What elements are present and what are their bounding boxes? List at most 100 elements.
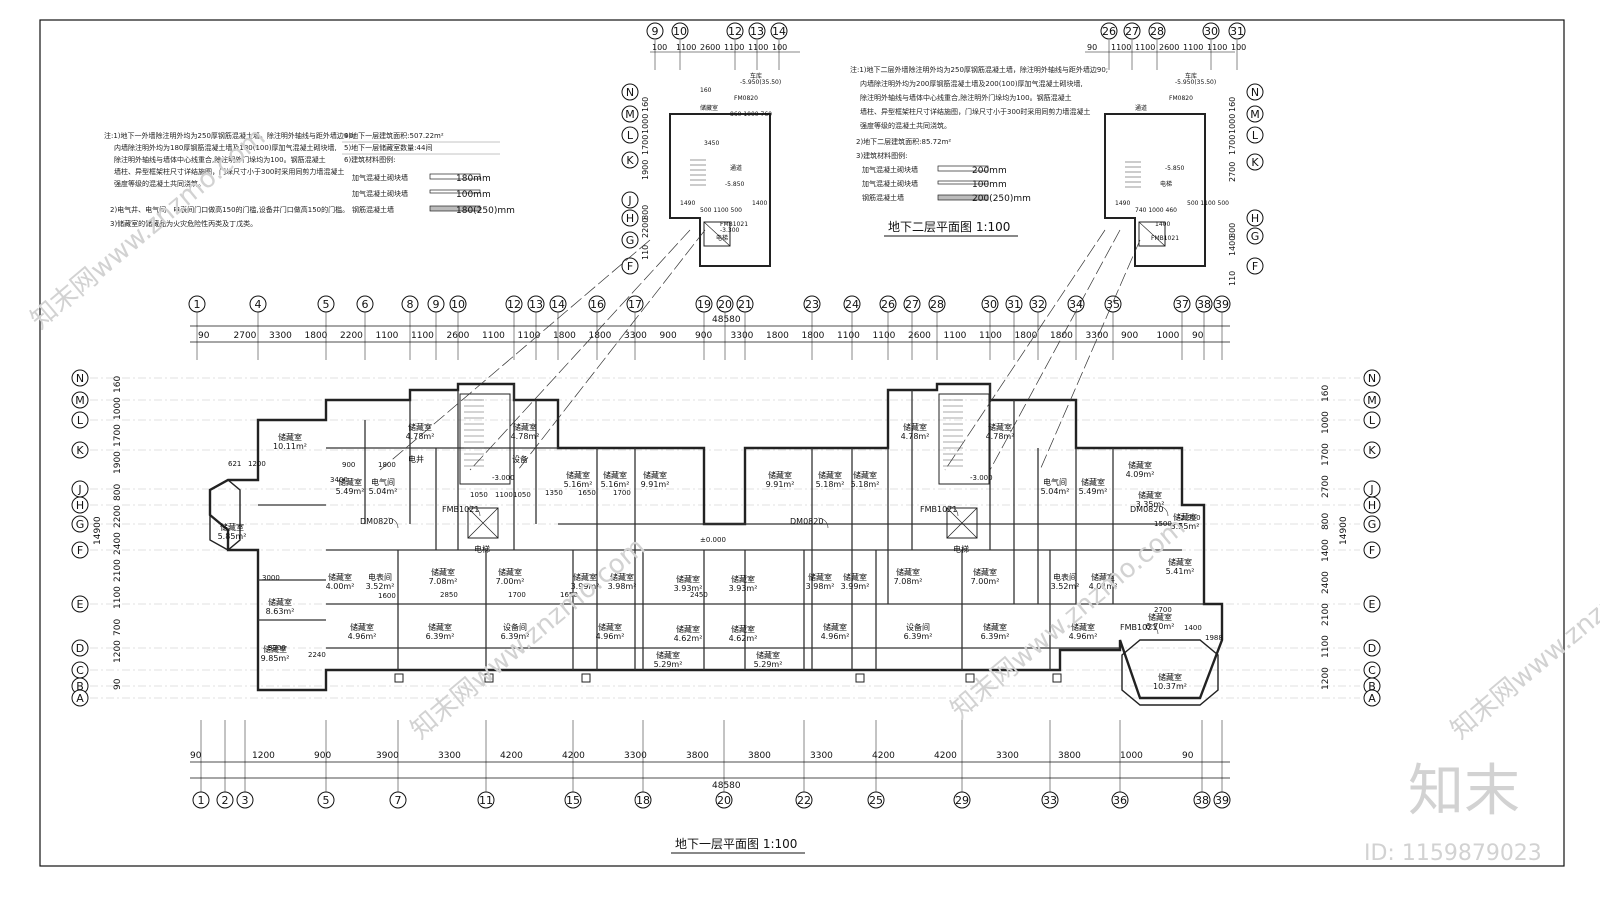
legend-label: 钢筋混凝土墙 [352,205,394,214]
left-row-bubble-circle [71,639,89,657]
room-name: 储藏室 [1168,557,1192,567]
b2-label: FMB1021 [720,221,748,228]
b2-dim: 1100 [748,43,768,52]
b2-row-bubble-label: M [1250,108,1260,121]
b2-exterior-wall [669,113,771,267]
bottom-axis-bubble-circle [236,791,254,809]
left-row-bubble-label: F [77,544,83,557]
bottom-segment-dim: 1200 [252,751,275,761]
b2-row-dim: 2700 [1228,162,1237,182]
bottom-segment-dim: 4200 [872,751,895,761]
bottom-axis-bubble-circle [192,791,210,809]
sheet-border [39,19,1565,867]
b2-row-dim: 1700 [641,135,650,155]
right-row-bubble-circle [1363,441,1381,459]
top-axis-bubble-label: 6 [362,298,369,311]
bottom-axis-bubble-label: 36 [1113,794,1127,807]
room: 设备 [512,454,528,464]
inner-dim: 1650 [560,591,578,599]
room-area: 3.99m² [571,582,600,591]
left-row-bubble-label: E [77,598,84,611]
legend-label: 钢筋混凝土墙 [862,193,904,202]
notes-b2: 注:1)地下二层外墙除注明外均为250厚钢筋混凝土墙，除注明外轴线与距外墙边90… [850,65,1108,204]
top-axis-bubble-label: 35 [1106,298,1120,311]
b2-row-dim: 1000 [1228,114,1237,134]
b2-row-bubble-label: K [1251,156,1259,169]
top-axis-bubble-circle [903,295,921,313]
room-area: 4.78m² [406,432,435,441]
b2-dim: 2600 [700,43,720,52]
bottom-axis-bubble-circle [564,791,582,809]
top-axis-bubble-label: 10 [451,298,465,311]
top-axis-bubble-label: 37 [1175,298,1189,311]
b2-label: 通道 [730,164,742,172]
b2-dim: 1100 [1111,43,1131,52]
room-area: 4.96m² [348,632,377,641]
room-area: 4.00m² [326,582,355,591]
b2-row-bubble-label: H [626,212,634,225]
top-segment-dim: 1800 [305,331,328,341]
room-name: 储藏室 [1148,612,1172,622]
top-segment-dim: 1800 [1050,331,1073,341]
top-axis-bubble-circle [695,295,713,313]
b2-row-bubble-circle [1246,257,1264,275]
room-name: 储藏室 [656,650,680,660]
bottom-segment-dim: 4200 [934,751,957,761]
b2-row-bubble-label: F [1252,260,1258,273]
room-name: 储藏室 [598,622,622,632]
left-octagon-bay [209,479,241,551]
left-row-bubble-label: D [76,642,84,655]
bottom-segment-dim: 4200 [500,751,523,761]
room-area: 4.62m² [729,634,758,643]
top-axis-bubble-circle [356,295,374,313]
room-name: 电气间 [371,477,395,487]
inner-dim: 900 [342,461,355,469]
inner-dim: 2850 [440,591,458,599]
b2-axis-bubble-circle [1202,22,1220,40]
legend-value: 200mm [972,166,1007,176]
inner-dim: 1200 [248,460,266,468]
right-row-bubble-circle [1363,689,1381,707]
b2-label: 储藏室 [700,104,718,112]
room-area: 3.52m² [1051,582,1080,591]
room-area: 4.78m² [986,432,1015,441]
door-swing [387,517,399,529]
bottom-segment-dim: 3800 [748,751,771,761]
room-area: 5.16m² [601,480,630,489]
notes-b1-right: 6)建筑材料图例: [344,155,396,164]
right-row-bubble-label: F [1369,544,1375,557]
bottom-segment-dim: 4200 [562,751,585,761]
bottom-segment-dim: 3300 [624,751,647,761]
room-name: 储藏室 [513,422,537,432]
top-segment-dim: 90 [198,331,210,341]
notes-b2-line: 除注明外轴线与墙体中心线重合,除注明外门垛均为100。钢筋混凝土 [860,93,1072,102]
left-vertical-dim: 2200 [113,505,123,528]
top-axis-bubble-circle [803,295,821,313]
b2-row-bubble-circle [1246,83,1264,101]
room-name: 设备间 [503,622,527,632]
left-vertical-dim: 1100 [113,586,123,609]
elevator-shaft [946,507,978,539]
left-row-bubble-circle [71,541,89,559]
b2-row-bubble-label: H [1251,212,1259,225]
total-height-dim: 14900 [93,516,103,545]
legend-label: 加气混凝土砌块墙 [862,179,918,188]
top-segment-dim: 2700 [234,331,257,341]
bottom-axis-bubble-circle [389,791,407,809]
notes-b1-line: 3)储藏室的储藏品为火灾危险性丙类及丁戊类。 [110,219,257,228]
b2-row-bubble-label: G [626,234,635,247]
left-row-bubble-label: H [76,499,84,512]
left-vertical-dim: 800 [113,484,123,501]
b2-row-bubble-circle [1246,227,1264,245]
room-name: 储藏室 [676,624,700,634]
left-vertical-dim: 1000 [113,397,123,420]
